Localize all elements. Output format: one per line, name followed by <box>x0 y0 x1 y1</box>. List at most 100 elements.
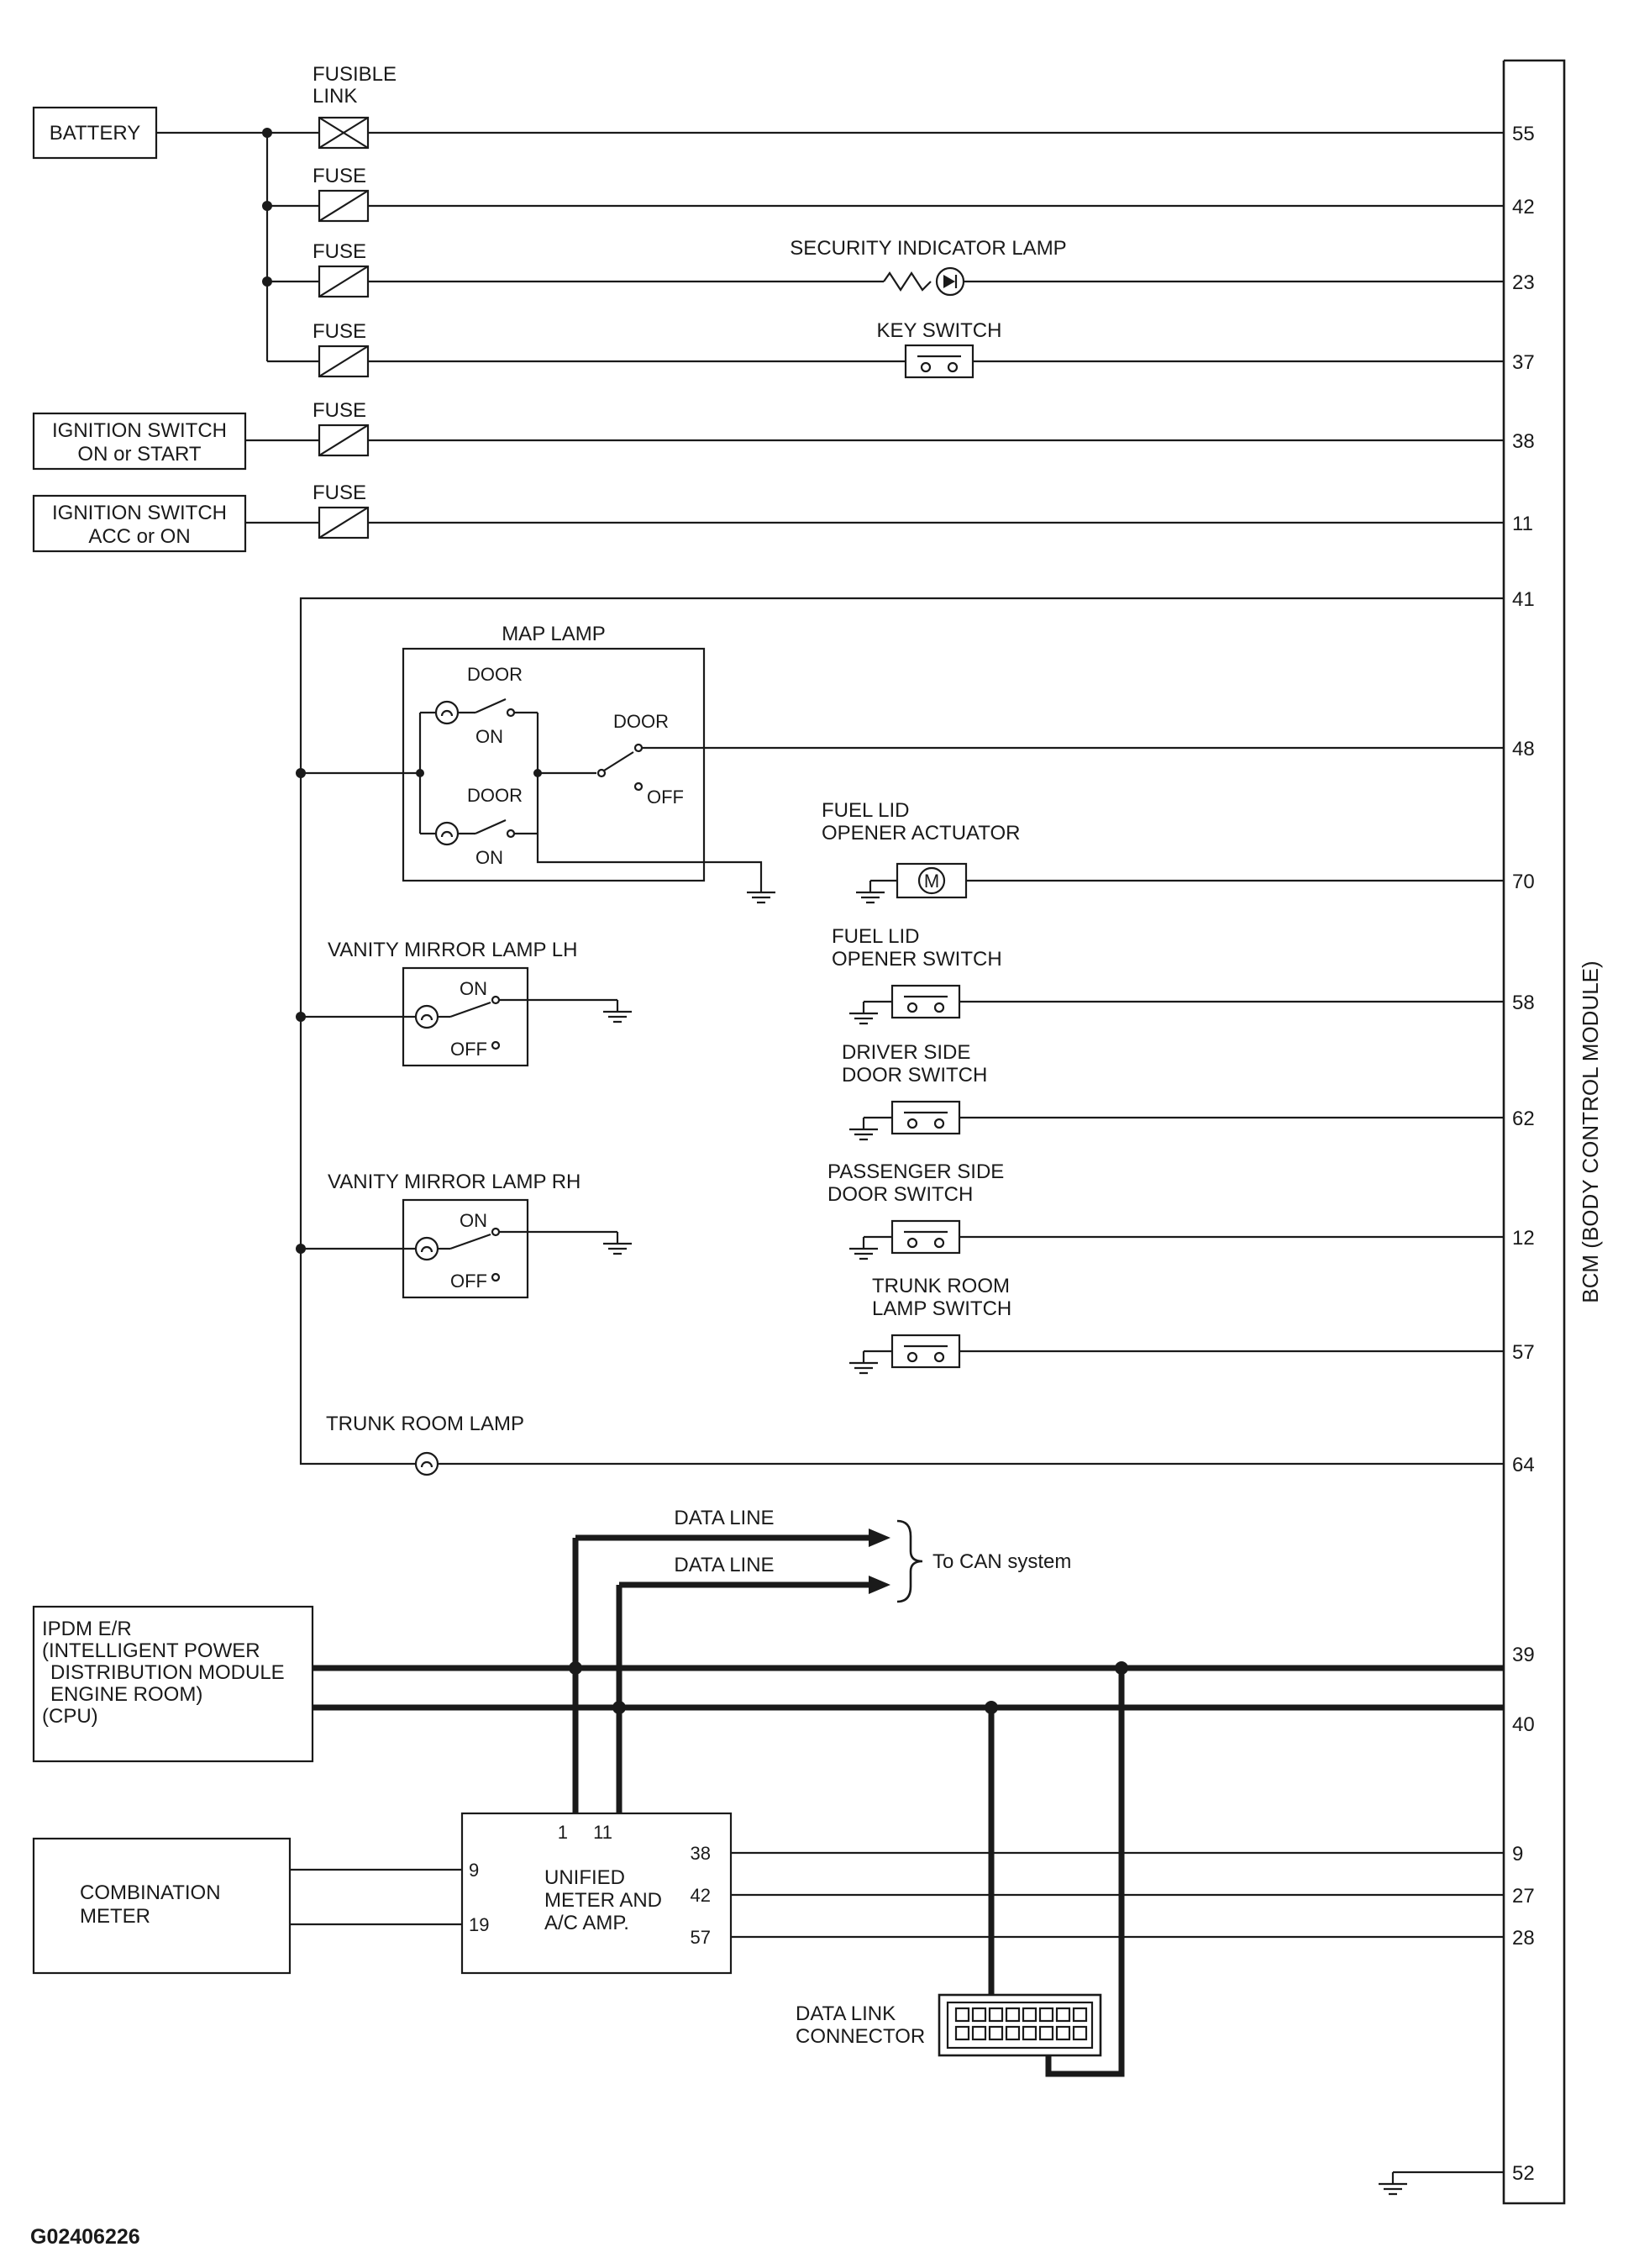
security-indicator-lamp: SECURITY INDICATOR LAMP <box>368 237 1504 297</box>
ipdm-label-1: IPDM E/R <box>42 1618 132 1640</box>
bcm-pin-48: 48 <box>1512 738 1535 760</box>
map-lamp-title: MAP LAMP <box>502 623 606 645</box>
vanity-rh-title: VANITY MIRROR LAMP RH <box>328 1171 580 1193</box>
fuel-lid-opener-switch: FUEL LID OPENER SWITCH <box>832 925 1504 1025</box>
map-lamp-door-label: DOOR <box>467 664 523 685</box>
map-lamp-off-label: OFF <box>647 787 684 808</box>
passenger-switch-label-1: PASSENGER SIDE <box>827 1160 1004 1183</box>
bcm-pin-62: 62 <box>1512 1108 1535 1130</box>
fuse-label: FUSE <box>313 240 366 263</box>
meter-pin-19: 19 <box>469 1914 489 1935</box>
driver-side-door-switch: DRIVER SIDE DOOR SWITCH <box>842 1041 1504 1141</box>
fuse-icon <box>318 189 370 223</box>
figure-id: G02406226 <box>30 2225 140 2249</box>
can-bus: DATA LINE DATA LINE To CAN system <box>313 1507 1504 2077</box>
fuse-label: FUSE <box>313 481 366 504</box>
data-link-connector: DATA LINK CONNECTOR <box>796 1993 1102 2057</box>
bcm-pin-11: 11 <box>1512 513 1533 535</box>
ipdm-label-4: ENGINE ROOM) <box>50 1683 202 1706</box>
bcm-pin-41: 41 <box>1512 588 1535 611</box>
trunk-switch-label-2: LAMP SWITCH <box>872 1297 1011 1320</box>
ipdm-label-3: DISTRIBUTION MODULE <box>50 1661 285 1684</box>
vanity-lh-on-label: ON <box>460 978 487 999</box>
bcm-pin-27: 27 <box>1512 1885 1535 1908</box>
fuse-label: FUSE <box>313 399 366 422</box>
power-wires <box>156 128 1504 524</box>
bcm-label: BCM (BODY CONTROL MODULE) <box>1578 960 1603 1302</box>
ignition-acc-label-2: ACC or ON <box>88 525 190 548</box>
meter-pin-9: 9 <box>469 1860 479 1881</box>
vanity-rh-bulb-icon <box>414 1236 439 1261</box>
ipdm-er-box: IPDM E/R (INTELLIGENT POWER DISTRIBUTION… <box>32 1605 314 1763</box>
key-switch-label: KEY SWITCH <box>877 319 1002 342</box>
bcm-pin-39: 39 <box>1512 1644 1535 1666</box>
fuse-icon <box>318 345 370 378</box>
arrow-right-icon <box>869 1529 890 1547</box>
fuse-icon <box>318 265 370 298</box>
vanity-mirror-lamp-lh: VANITY MIRROR LAMP LH ON OFF <box>328 939 633 1067</box>
map-lamp-bulb-icon <box>434 700 460 725</box>
fusible-link-icon <box>318 116 370 150</box>
combination-meter-label-2: METER <box>80 1905 150 1928</box>
bcm-pin-28: 28 <box>1512 1927 1535 1950</box>
bcm-pin-55: 55 <box>1512 123 1535 145</box>
ground-icon <box>848 1000 880 1025</box>
dlc-pins-icon <box>954 2007 1088 2041</box>
passenger-door-switch-icon <box>890 1219 961 1255</box>
key-switch-icon <box>904 344 974 379</box>
map-lamp-on-label: ON <box>475 847 503 868</box>
ground-icon <box>848 1116 880 1141</box>
power-sources: BATTERY IGNITION SWITCH ON or START IGNI… <box>32 106 247 553</box>
map-lamp-bulb-icon <box>434 821 460 846</box>
bcm-pin-38: 38 <box>1512 430 1535 453</box>
passenger-side-door-switch: PASSENGER SIDE DOOR SWITCH <box>827 1160 1504 1260</box>
fusible-link-label-1: FUSIBLE <box>313 63 397 86</box>
combination-meter-box: COMBINATION METER <box>32 1837 462 1975</box>
ignition-start-label-1: IGNITION SWITCH <box>52 419 227 442</box>
ignition-start-label-2: ON or START <box>77 443 201 466</box>
lamp-feed-wire <box>296 597 1504 1466</box>
fusible-link-label-2: LINK <box>313 85 357 108</box>
trunk-lamp-label: TRUNK ROOM LAMP <box>326 1413 524 1435</box>
key-switch: KEY SWITCH <box>368 319 1504 379</box>
ground-icon <box>601 998 633 1023</box>
fuel-switch-label-2: OPENER SWITCH <box>832 948 1002 971</box>
trunk-lamp-switch-icon <box>890 1334 961 1369</box>
meter-pin-57: 57 <box>691 1927 711 1948</box>
arrow-right-icon <box>869 1576 890 1594</box>
ground-icon <box>601 1230 633 1255</box>
map-lamp-door-label: DOOR <box>467 785 523 806</box>
trunk-lamp-bulb-icon <box>414 1451 439 1476</box>
bcm-pin-9: 9 <box>1512 1843 1523 1865</box>
vanity-lh-title: VANITY MIRROR LAMP LH <box>328 939 577 961</box>
fuse-label: FUSE <box>313 320 366 343</box>
vanity-rh-off-label: OFF <box>450 1271 487 1292</box>
vanity-mirror-lamp-rh: VANITY MIRROR LAMP RH ON OFF <box>328 1171 633 1299</box>
unified-meter-label-2: METER AND <box>544 1889 662 1912</box>
meter-pin-38: 38 <box>691 1843 711 1864</box>
fuel-actuator-label-1: FUEL LID <box>822 799 909 822</box>
bcm-pin-12: 12 <box>1512 1227 1535 1250</box>
driver-switch-label-1: DRIVER SIDE <box>842 1041 970 1064</box>
map-lamp-door-label: DOOR <box>613 711 669 732</box>
unified-meter-label-1: UNIFIED <box>544 1866 625 1889</box>
fuel-lid-opener-actuator: FUEL LID OPENER ACTUATOR M <box>822 799 1504 904</box>
led-diode-icon <box>943 275 955 288</box>
meter-pin-11: 11 <box>593 1822 612 1843</box>
vanity-rh-on-label: ON <box>460 1210 487 1231</box>
bcm-pin-37: 37 <box>1512 351 1535 374</box>
ground-icon <box>848 1350 880 1375</box>
bcm-pin-70: 70 <box>1512 871 1535 893</box>
bcm-pin-52: 52 <box>1512 2162 1535 2185</box>
trunk-switch-label-1: TRUNK ROOM <box>872 1275 1010 1297</box>
driver-switch-label-2: DOOR SWITCH <box>842 1064 987 1087</box>
ground-icon <box>848 1235 880 1260</box>
ground-icon <box>1377 2171 1409 2196</box>
passenger-switch-label-2: DOOR SWITCH <box>827 1183 973 1206</box>
to-can-system-label: To CAN system <box>932 1550 1071 1573</box>
bcm-pin-42: 42 <box>1512 196 1535 218</box>
data-line-label-1: DATA LINE <box>674 1507 774 1529</box>
fuel-actuator-label-2: OPENER ACTUATOR <box>822 822 1020 845</box>
